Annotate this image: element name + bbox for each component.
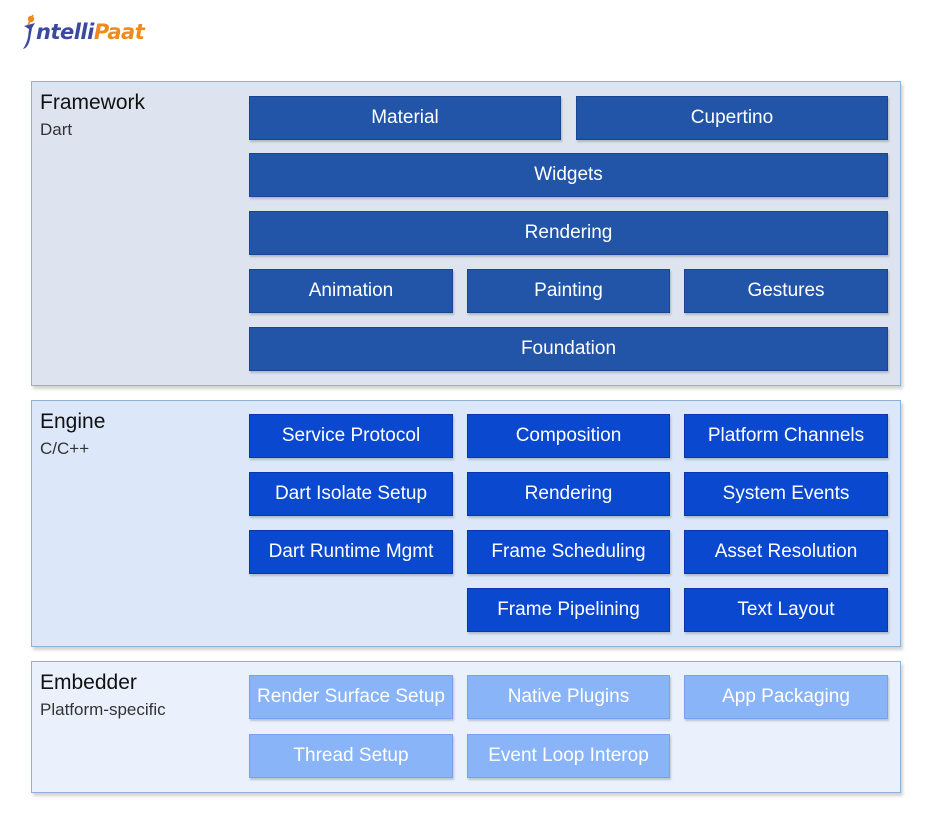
foundation-box: Foundation [249, 327, 888, 371]
painting-box: Painting [467, 269, 670, 313]
cupertino-box: Cupertino [576, 96, 888, 140]
service-protocol-box: Service Protocol [249, 414, 453, 458]
framework-rendering-box: Rendering [249, 211, 888, 255]
asset-resolution-box: Asset Resolution [684, 530, 888, 574]
embedder-subtitle: Platform-specific [40, 700, 166, 719]
logo-text: ntelliPaat [36, 20, 145, 44]
engine-subtitle: C/C++ [40, 439, 90, 458]
platform-channels-box: Platform Channels [684, 414, 888, 458]
widgets-box: Widgets [249, 153, 888, 197]
native-plugins-box: Native Plugins [467, 675, 670, 719]
framework-title: Framework [40, 91, 146, 114]
animation-box: Animation [249, 269, 453, 313]
render-surface-setup-box: Render Surface Setup [249, 675, 453, 719]
logo-figure-icon [23, 14, 35, 49]
framework-subtitle: Dart [40, 120, 73, 139]
event-loop-interop-box: Event Loop Interop [467, 734, 670, 778]
dart-runtime-mgmt-box: Dart Runtime Mgmt [249, 530, 453, 574]
frame-pipelining-box: Frame Pipelining [467, 588, 670, 632]
gestures-box: Gestures [684, 269, 888, 313]
thread-setup-box: Thread Setup [249, 734, 453, 778]
frame-scheduling-box: Frame Scheduling [467, 530, 670, 574]
text-layout-box: Text Layout [684, 588, 888, 632]
composition-box: Composition [467, 414, 670, 458]
material-box: Material [249, 96, 561, 140]
app-packaging-box: App Packaging [684, 675, 888, 719]
engine-rendering-box: Rendering [467, 472, 670, 516]
engine-title: Engine [40, 410, 106, 433]
system-events-box: System Events [684, 472, 888, 516]
dart-isolate-setup-box: Dart Isolate Setup [249, 472, 453, 516]
intellipaat-logo: ntelliPaat [20, 10, 145, 54]
embedder-title: Embedder [40, 671, 137, 694]
